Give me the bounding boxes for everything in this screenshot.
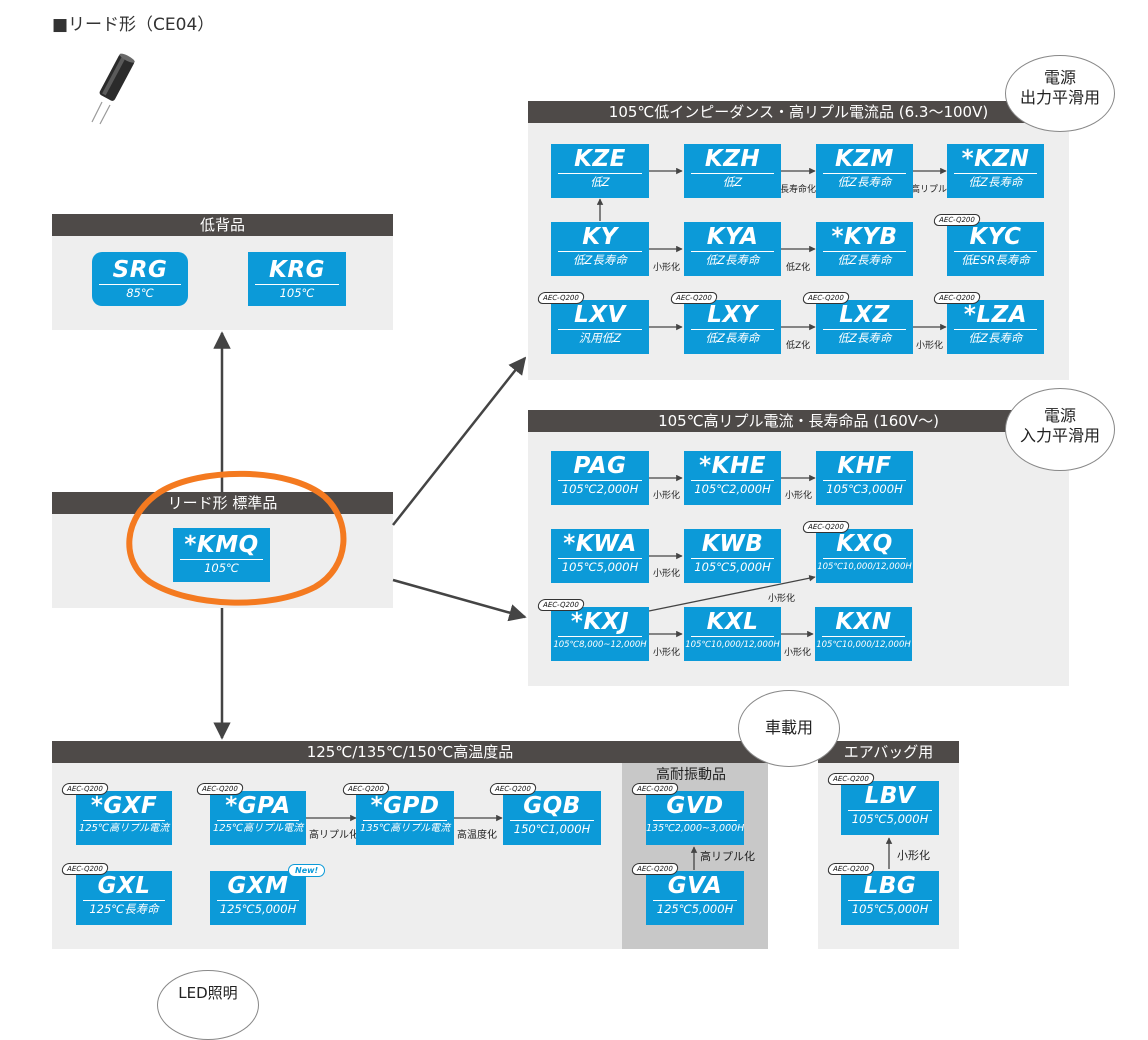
arrow-label-smaller: 小形化 <box>784 648 812 658</box>
new-badge: New! <box>288 864 326 877</box>
panel-lowz-title: 105℃低インピーダンス・高リプル電流品 (6.3～100V) <box>528 101 1069 123</box>
aec-q200-badge: AEC-Q200 <box>488 783 538 795</box>
panel-highripple-title: 105℃高リプル電流・長寿命品 (160V～) <box>528 410 1069 432</box>
aec-q200-badge: AEC-Q200 <box>536 292 586 304</box>
bubble-power-input: 電源入力平滑用 <box>1005 388 1115 471</box>
arrow-label-smaller: 小形化 <box>653 491 681 501</box>
aec-q200-badge: AEC-Q200 <box>341 783 391 795</box>
aec-q200-badge: AEC-Q200 <box>801 521 851 533</box>
arrow-label-smaller: 小形化 <box>785 491 813 501</box>
panel-hightemp-title: 125℃/135℃/150℃高温度品 <box>52 741 768 763</box>
page-title: ■リード形（CE04） <box>52 15 215 35</box>
panel-standard-title: リード形 標準品 <box>52 492 393 514</box>
bubble-power-output: 電源出力平滑用 <box>1005 55 1115 132</box>
aec-q200-badge: AEC-Q200 <box>536 599 586 611</box>
aec-q200-badge: AEC-Q200 <box>826 863 876 875</box>
capacitor-image <box>91 53 135 125</box>
bubble-led: LED照明 <box>157 970 259 1040</box>
panel-vibration-title: 高耐振動品 <box>656 767 726 783</box>
aec-q200-badge: AEC-Q200 <box>60 783 110 795</box>
arrow-label-high-ripple-long: 高リプル化 <box>700 850 755 863</box>
highlight-circle <box>126 470 347 606</box>
aec-q200-badge: AEC-Q200 <box>932 214 982 226</box>
arrow-label-longer-life: 長寿命化 <box>780 185 817 195</box>
aec-q200-badge: AEC-Q200 <box>801 292 851 304</box>
arrow-label-high-ripple: 高リプル化 <box>911 185 957 195</box>
panel-airbag-title: エアバッグ用 <box>818 741 959 763</box>
aec-q200-badge: AEC-Q200 <box>932 292 982 304</box>
arrow-label-low-z: 低Z化 <box>786 341 811 351</box>
aec-q200-badge: AEC-Q200 <box>630 863 680 875</box>
aec-q200-badge: AEC-Q200 <box>60 863 110 875</box>
bubble-automotive: 車載用 <box>738 690 840 767</box>
arrow-label-smaller: 小形化 <box>653 648 681 658</box>
arrow-label-smaller: 小形化 <box>653 569 681 579</box>
arrow-label-high-temp: 高温度化 <box>457 830 497 841</box>
arrow-label-smaller: 小形化 <box>653 263 681 273</box>
connector-lines <box>213 167 947 870</box>
arrow-label-smaller: 小形化 <box>916 341 944 351</box>
aec-q200-badge: AEC-Q200 <box>669 292 719 304</box>
arrow-label-high-ripple: 高リプル化 <box>309 830 359 841</box>
panel-low-profile-title: 低背品 <box>52 214 393 236</box>
aec-q200-badge: AEC-Q200 <box>630 783 680 795</box>
aec-q200-badge: AEC-Q200 <box>826 773 876 785</box>
arrow-label-smaller: 小形化 <box>768 594 796 604</box>
arrow-label-low-z: 低Z化 <box>786 263 811 273</box>
aec-q200-badge: AEC-Q200 <box>195 783 245 795</box>
arrow-label-smaller: 小形化 <box>897 849 930 862</box>
